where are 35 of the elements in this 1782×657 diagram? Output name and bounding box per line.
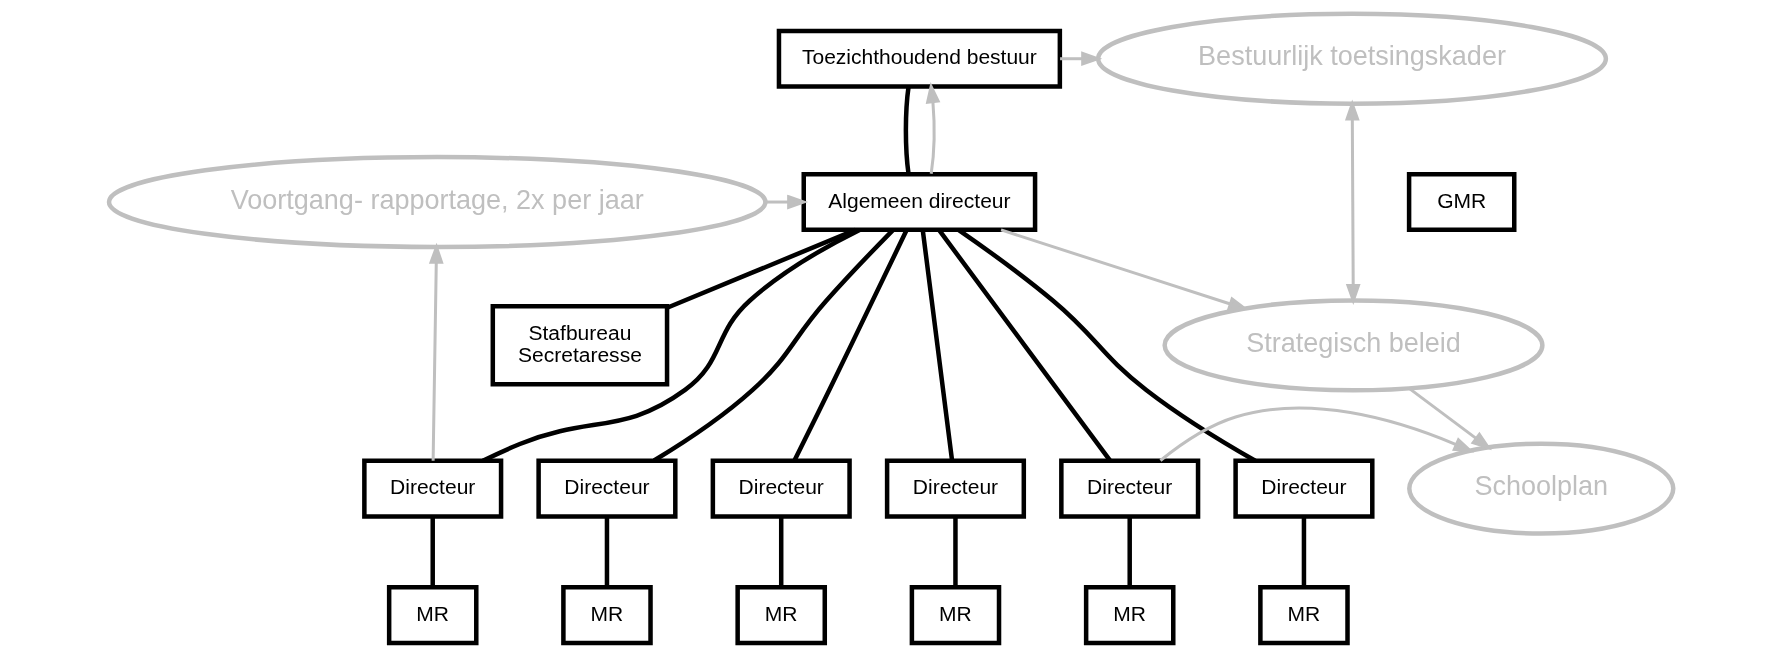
arrow: [428, 242, 444, 461]
node-box: Directeur: [710, 458, 852, 519]
arrow: [1060, 51, 1103, 67]
node-box: MR: [1083, 585, 1176, 646]
arrow: [925, 82, 941, 174]
connector: [666, 227, 857, 310]
node-box: Algemeen directeur: [801, 172, 1038, 233]
node-ellipse: Bestuurlijk toetsingskader: [1095, 11, 1609, 106]
node-box: Directeur: [884, 458, 1027, 519]
node-box: Directeur: [362, 458, 504, 519]
connector: [953, 516, 958, 588]
connector: [903, 86, 911, 175]
node-box: GMR: [1406, 172, 1517, 233]
connector: [604, 516, 610, 588]
connector: [1301, 516, 1307, 588]
connector: [778, 516, 784, 588]
arrow: [1159, 406, 1475, 462]
connector: [792, 229, 909, 462]
node-box: Toezichthoudend bestuur: [776, 28, 1063, 89]
arrow: [1344, 99, 1361, 306]
node-box: Directeur: [1233, 458, 1375, 519]
node-box: MR: [561, 585, 653, 646]
node-box: Directeur: [1059, 458, 1201, 519]
connector: [1127, 516, 1132, 588]
connector: [920, 229, 955, 461]
connector: [430, 516, 435, 588]
node-box: Stafbureau Secretaresse: [490, 304, 670, 387]
node-box: MR: [386, 585, 479, 646]
node-box: MR: [735, 585, 828, 646]
node-ellipse: Schoolplan: [1407, 441, 1676, 536]
node-box: MR: [909, 585, 1002, 646]
arrow: [765, 194, 809, 210]
node-box: Directeur: [536, 458, 678, 519]
node-ellipse: Voortgang- rapportage, 2x per jaar: [106, 154, 768, 250]
node-box: MR: [1258, 585, 1350, 646]
